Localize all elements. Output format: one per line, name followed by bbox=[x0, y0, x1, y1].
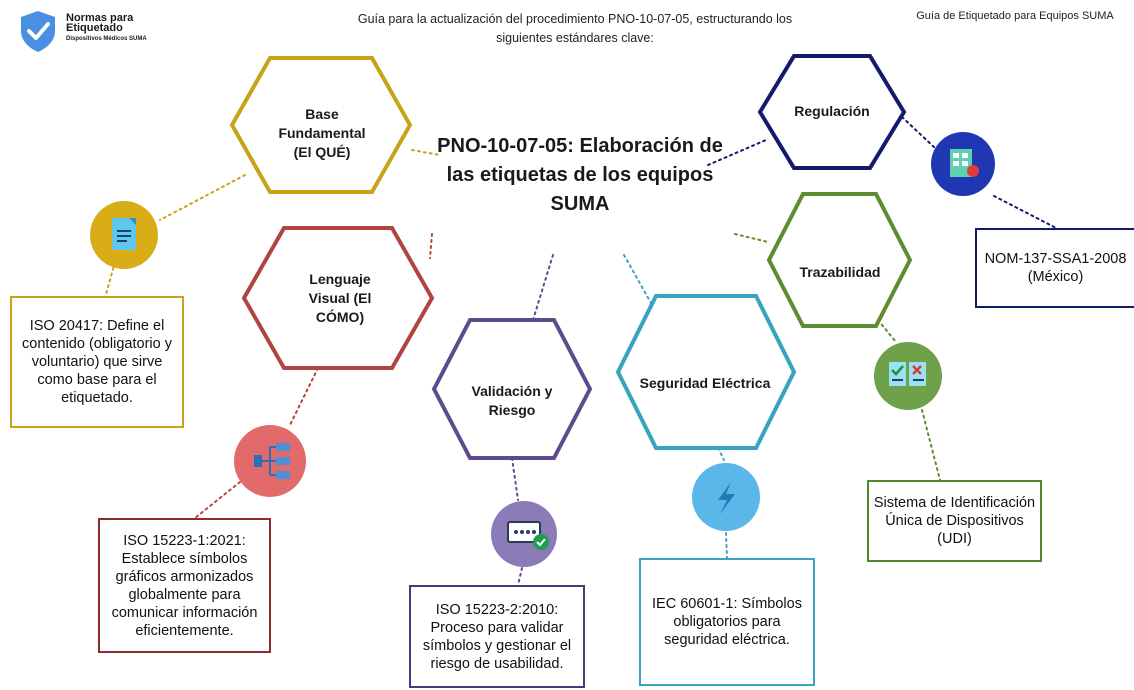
text-box-trazabilidad-text: Sistema de Identificación Única de Dispo… bbox=[873, 495, 1036, 547]
text-box-base: ISO 20417: Define el contenido (obligato… bbox=[10, 296, 184, 428]
connector-trazabilidad-icon bbox=[877, 319, 897, 343]
connector-center-trazabilidad bbox=[734, 233, 769, 243]
text-box-lenguaje-text: ISO 15223-1:2021: Establece símbolos grá… bbox=[111, 532, 258, 639]
password-check-icon bbox=[491, 501, 557, 567]
hexagon-validacion bbox=[431, 318, 593, 460]
hierarchy-icon bbox=[234, 425, 306, 497]
text-box-trazabilidad: Sistema de Identificación Única de Dispo… bbox=[867, 480, 1042, 562]
connector-center-lenguaje bbox=[429, 233, 433, 259]
hex-label-trazabilidad: Trazabilidad bbox=[799, 264, 881, 280]
text-box-seguridad-text: IEC 60601-1: Símbolos obligatorios para … bbox=[652, 596, 802, 648]
connector-icon-regulacion-box bbox=[993, 195, 1061, 231]
connector-center-base bbox=[411, 149, 441, 156]
connector-regulacion-icon bbox=[901, 116, 936, 149]
hex-label-regulacion: Regulación bbox=[794, 103, 870, 119]
hexagon-regulacion bbox=[757, 54, 907, 170]
connector-icon-trazabilidad-box bbox=[921, 409, 941, 481]
hex-label-base: Base Fundamental (El QUÉ) bbox=[278, 106, 366, 160]
checklist-icon bbox=[874, 342, 942, 410]
building-icon bbox=[931, 132, 995, 196]
connector-icon-seguridad-box bbox=[725, 532, 728, 559]
text-box-lenguaje: ISO 15223-1:2021: Establece símbolos grá… bbox=[98, 518, 271, 653]
hex-label-lenguaje: Lenguaje Visual (El CÓMO) bbox=[308, 271, 372, 325]
connector-center-regulacion bbox=[707, 139, 767, 166]
shield-check-icon bbox=[21, 11, 55, 52]
logo-title: Normas para Etiquetado bbox=[66, 12, 134, 34]
connector-icon-base-box bbox=[104, 261, 116, 299]
center-title: PNO-10-07-05: Elaboración de las etiquet… bbox=[437, 135, 723, 215]
connector-icon-validacion-box bbox=[517, 567, 523, 586]
hexagon-trazabilidad bbox=[766, 192, 913, 328]
lightning-icon bbox=[692, 463, 760, 531]
text-box-regulacion-text: NOM-137-SSA1-2008 (México) bbox=[984, 251, 1127, 285]
text-box-validacion-text: ISO 15223-2:2010: Proceso para validar s… bbox=[422, 601, 572, 672]
connector-validacion-icon bbox=[511, 457, 519, 501]
text-box-regulacion: NOM-137-SSA1-2008 (México) bbox=[975, 228, 1134, 308]
text-box-validacion: ISO 15223-2:2010: Proceso para validar s… bbox=[409, 585, 585, 688]
top-right-title: Guía de Etiquetado para Equipos SUMA bbox=[916, 10, 1114, 22]
text-box-base-text: ISO 20417: Define el contenido (obligato… bbox=[22, 318, 172, 406]
hex-label-seguridad: Seguridad Eléctrica bbox=[639, 375, 771, 391]
connector-base-icon bbox=[159, 174, 246, 221]
intro-text: Guía para la actualización del procedimi… bbox=[357, 12, 793, 45]
hex-label-validacion: Validación y Riesgo bbox=[471, 383, 553, 418]
connector-lenguaje-icon bbox=[289, 367, 319, 426]
hexagon-seguridad bbox=[615, 294, 797, 450]
logo-subtitle: Dispositivos Médicos SUMA bbox=[66, 36, 147, 42]
document-icon bbox=[90, 201, 158, 269]
hexagon-lenguaje bbox=[241, 226, 435, 370]
text-box-seguridad: IEC 60601-1: Símbolos obligatorios para … bbox=[639, 558, 815, 686]
connector-icon-lenguaje-box bbox=[194, 481, 241, 519]
connector-center-validacion bbox=[532, 254, 554, 321]
hexagon-base bbox=[229, 56, 413, 194]
